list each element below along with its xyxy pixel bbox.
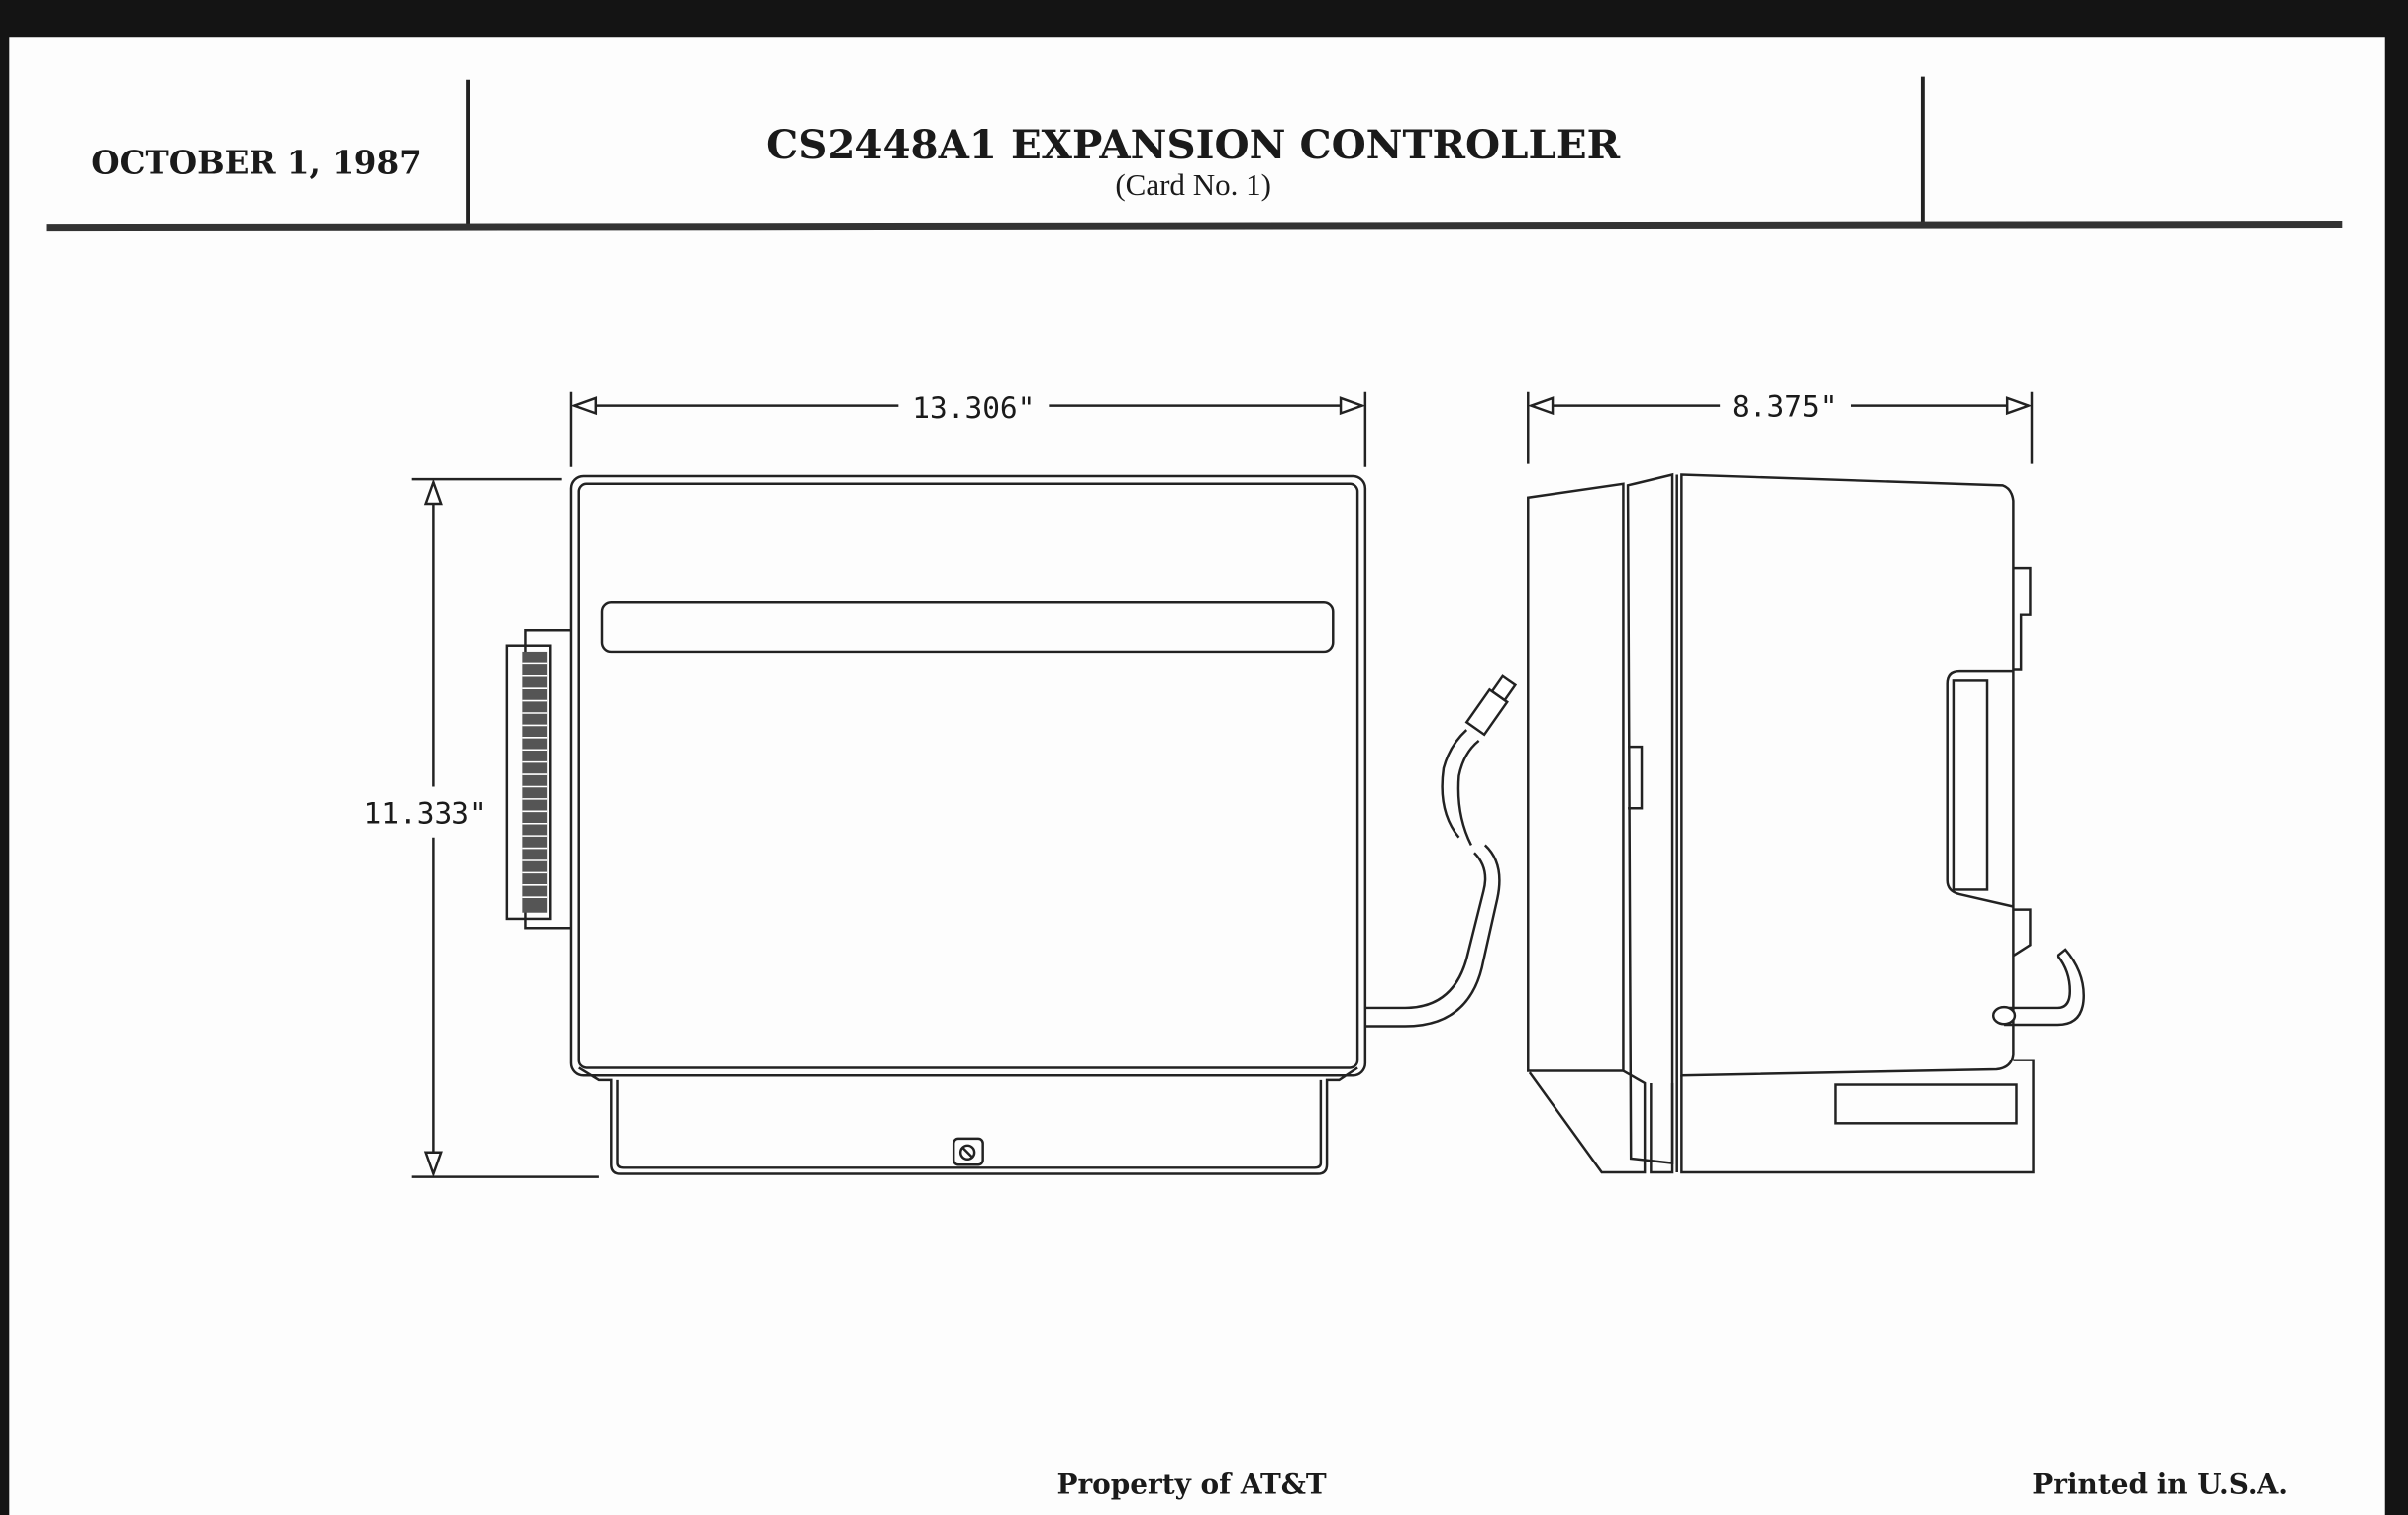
document-title: CS2448A1 EXPANSION CONTROLLER	[766, 121, 1620, 168]
side-view-drawing: 8.375"	[1527, 390, 2085, 1174]
height-dimension: 11.333"	[364, 477, 599, 1178]
height-label: 11.333"	[364, 797, 487, 831]
edge-connector	[505, 628, 571, 930]
base-label-plate	[1834, 1083, 2018, 1125]
label-slot	[600, 601, 1335, 654]
front-view-drawing: 13.306" 11.333"	[364, 391, 1518, 1178]
footer-property: Property of AT&T	[1056, 1467, 1326, 1500]
screw-icon	[952, 1137, 984, 1166]
width-label: 13.306"	[912, 391, 1035, 425]
paper	[9, 37, 2385, 1515]
header-block: OCTOBER 1, 1987 CS2448A1 EXPANSION CONTR…	[46, 76, 2343, 232]
width-dimension: 13.306"	[569, 391, 1367, 467]
document-subtitle: (Card No. 1)	[1115, 167, 1271, 202]
footer-printed: Printed in U.S.A.	[2032, 1467, 2288, 1500]
power-cable	[1364, 674, 1518, 1028]
depth-label: 8.375"	[1732, 390, 1837, 424]
depth-dimension: 8.375"	[1527, 390, 2034, 464]
document-date: OCTOBER 1, 1987	[91, 143, 422, 181]
